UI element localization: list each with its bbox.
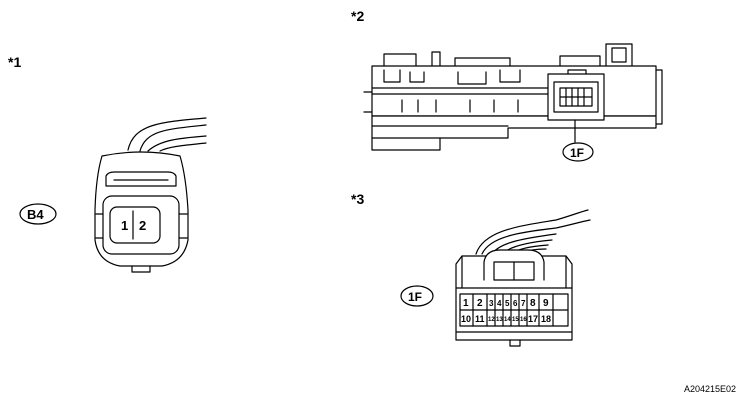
f1-pin-12: 12 (488, 317, 495, 323)
view-label-2: *2 (351, 8, 365, 24)
face-1f-tag-oval (400, 285, 434, 307)
f1-pin-18: 18 (541, 314, 551, 324)
f1-pin-3: 3 (489, 299, 494, 308)
f1-pin-14: 14 (504, 317, 511, 323)
connector-1f (455, 209, 591, 347)
unit-1f-tag: 1F (570, 146, 584, 160)
b4-housing (94, 151, 189, 267)
f1-pin-9: 9 (543, 298, 549, 309)
f1-pin-10: 10 (461, 314, 471, 324)
figure-code: A204215E02 (684, 384, 737, 394)
f1-pin-1: 1 (463, 298, 469, 309)
f1-pin-16: 16 (520, 317, 527, 323)
face-1f-tag: 1F (408, 290, 422, 304)
b4-face (102, 195, 180, 255)
view-label-1: *1 (8, 54, 22, 70)
unit-housing (363, 43, 663, 151)
unit-connector-1f (547, 69, 605, 121)
view-label-3: *3 (351, 191, 365, 207)
f1-pin-5: 5 (505, 299, 510, 308)
f1-pin-2: 2 (477, 298, 483, 309)
f1-pin-17: 17 (528, 314, 538, 324)
f1-pin-8: 8 (530, 298, 536, 309)
f1-pin-15: 15 (512, 317, 519, 323)
f1-pin-6: 6 (513, 299, 518, 308)
unit-1f-tag-oval (562, 142, 594, 162)
b4-pin-1: 1 (121, 218, 128, 233)
b4-pin-2: 2 (139, 218, 146, 233)
wire-harness-1f (475, 209, 591, 255)
b4-cavity (109, 206, 161, 244)
f1-pin-11: 11 (475, 314, 485, 324)
wire-harness-b4 (127, 117, 207, 152)
b4-tag: B4 (27, 207, 44, 222)
b4-tag-oval (19, 203, 57, 225)
b4-lock-tab (105, 171, 177, 187)
connector-b4 (94, 117, 207, 273)
f1-pin-13: 13 (496, 317, 503, 323)
f1-pin-7: 7 (521, 299, 526, 308)
f1-pin-4: 4 (497, 299, 502, 308)
